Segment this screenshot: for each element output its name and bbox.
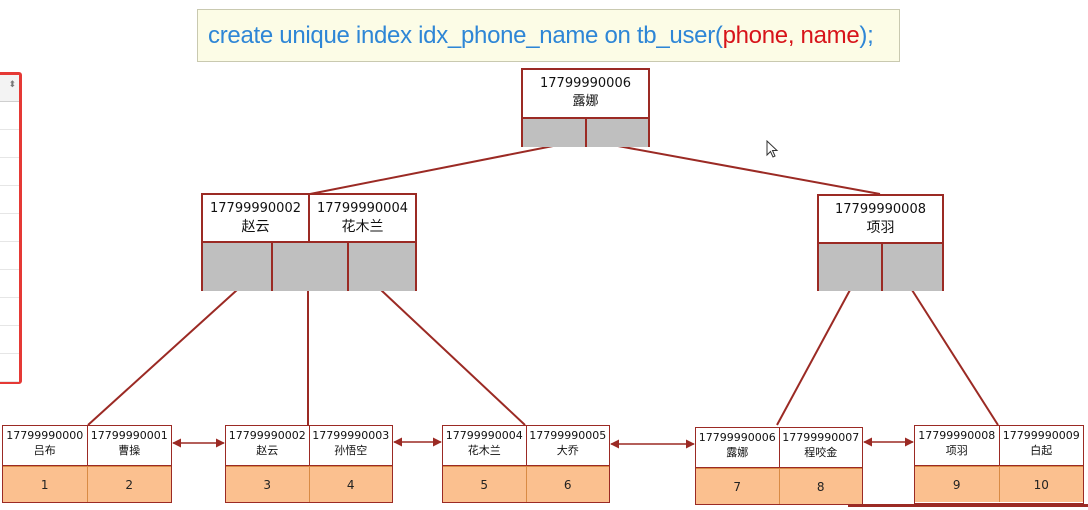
leaf-key: 17799990008 项羽 <box>915 426 999 465</box>
sql-prefix: create unique index idx_phone_name on tb… <box>208 21 723 49</box>
internal-pointer <box>271 243 347 291</box>
table-header[interactable]: ⬍ <box>0 75 19 102</box>
leaf-key-phone: 17799990006 <box>698 431 776 444</box>
table-row <box>0 298 19 326</box>
internal-node-right: 17799990008 项羽 <box>817 194 944 291</box>
leaf-row-id: 5 <box>443 466 526 502</box>
table-row <box>0 354 19 382</box>
root-pointer <box>584 119 648 147</box>
sql-suffix: ); <box>859 21 874 49</box>
table-row <box>0 158 19 186</box>
internal-key-phone: 17799990004 <box>317 201 408 216</box>
root-key-phone: 17799990006 <box>540 76 631 91</box>
internal-pointer <box>203 243 271 291</box>
table-panel-fragment: ⬍ <box>0 72 22 384</box>
table-row <box>0 242 19 270</box>
edge-root-right <box>617 145 881 195</box>
root-key-name: 露娜 <box>572 94 599 109</box>
edge-right-leaf5 <box>911 289 999 426</box>
leaf-key: 17799990002 赵云 <box>226 426 309 465</box>
internal-key-phone: 17799990002 <box>210 201 301 216</box>
leaf-key: 17799990003 孙悟空 <box>308 426 393 465</box>
leaf-key-phone: 17799990007 <box>782 431 860 444</box>
root-node: 17799990006 露娜 <box>521 68 650 147</box>
sql-statement: create unique index idx_phone_name on tb… <box>197 9 900 62</box>
leaf-row-id: 9 <box>915 466 999 502</box>
leaf-key-name: 曹操 <box>118 444 141 457</box>
internal-node-left: 17799990002 赵云 17799990004 花木兰 <box>201 193 417 291</box>
internal-key-phone: 17799990008 <box>835 202 926 217</box>
leaf-node: 17799990006 露娜 17799990007 程咬金 7 8 <box>695 427 863 505</box>
leaf-row-id: 4 <box>308 466 392 502</box>
internal-key: 17799990002 赵云 <box>203 195 308 241</box>
leaf-row-id: 2 <box>86 466 171 502</box>
table-row <box>0 214 19 242</box>
leaf-key: 17799990005 大乔 <box>525 426 610 465</box>
leaf-key: 17799990000 吕布 <box>3 426 87 465</box>
leaf-key-name: 白起 <box>1030 444 1053 457</box>
leaf-node: 17799990008 项羽 17799990009 白起 9 10 <box>914 425 1084 504</box>
leaf-key: 17799990006 露娜 <box>696 428 779 467</box>
edge-mid-leaf1 <box>87 289 238 426</box>
leaf-row-id: 3 <box>226 466 309 502</box>
leaf-key: 17799990007 程咬金 <box>778 428 863 467</box>
leaf-row-id: 6 <box>525 466 609 502</box>
leaf-key-name: 孙悟空 <box>334 444 368 457</box>
table-row <box>0 186 19 214</box>
internal-pointer <box>881 244 942 291</box>
internal-key: 17799990004 花木兰 <box>308 195 415 241</box>
leaf-key-name: 花木兰 <box>467 444 501 457</box>
root-key: 17799990006 露娜 <box>523 70 648 117</box>
leaf-key-name: 吕布 <box>33 444 56 457</box>
table-row <box>0 270 19 298</box>
leaf-key: 17799990001 曹操 <box>86 426 172 465</box>
leaf-node: 17799990002 赵云 17799990003 孙悟空 3 4 <box>225 425 393 503</box>
internal-pointer <box>819 244 881 291</box>
internal-key: 17799990008 项羽 <box>819 196 942 242</box>
leaf-key-name: 赵云 <box>256 444 279 457</box>
edge-root-left <box>309 145 554 195</box>
leaf-key-phone: 17799990002 <box>228 429 306 442</box>
internal-key-name: 赵云 <box>241 219 270 235</box>
leaf-row-id: 8 <box>778 468 862 504</box>
mouse-pointer-icon <box>766 139 780 164</box>
leaf-row-id: 7 <box>696 468 779 504</box>
leaf-key-name: 露娜 <box>726 446 749 459</box>
leaf-key-phone: 17799990008 <box>918 429 996 442</box>
internal-key-name: 花木兰 <box>341 219 384 235</box>
edge-right-leaf4 <box>776 289 851 426</box>
leaf-key-phone: 17799990003 <box>312 429 390 442</box>
leaf-key: 17799990004 花木兰 <box>443 426 526 465</box>
table-row <box>0 326 19 354</box>
leaf-row-id: 1 <box>3 466 87 502</box>
leaf-node: 17799990000 吕布 17799990001 曹操 1 2 <box>2 425 172 503</box>
sql-index-columns: phone, name <box>722 21 860 49</box>
root-pointer <box>523 119 585 147</box>
leaf-row-id: 10 <box>998 466 1083 502</box>
leaf-node: 17799990004 花木兰 17799990005 大乔 5 6 <box>442 425 610 503</box>
leaf-key-phone: 17799990001 <box>90 429 168 442</box>
leaf-key-phone: 17799990000 <box>6 429 84 442</box>
leaf-key-phone: 17799990009 <box>1002 429 1080 442</box>
leaf-key-phone: 17799990005 <box>529 429 607 442</box>
leaf-key: 17799990009 白起 <box>998 426 1084 465</box>
table-row <box>0 102 19 130</box>
leaf-key-name: 程咬金 <box>804 446 838 459</box>
internal-pointer <box>347 243 415 291</box>
leaf-key-name: 大乔 <box>556 444 579 457</box>
table-row <box>0 130 19 158</box>
leaf-key-phone: 17799990004 <box>445 429 523 442</box>
leaf-key-name: 项羽 <box>945 444 968 457</box>
edge-mid-leaf3 <box>380 289 526 426</box>
internal-key-name: 项羽 <box>866 220 895 236</box>
slide-edge-line <box>848 504 1088 507</box>
sort-arrows-icon[interactable]: ⬍ <box>8 80 16 90</box>
